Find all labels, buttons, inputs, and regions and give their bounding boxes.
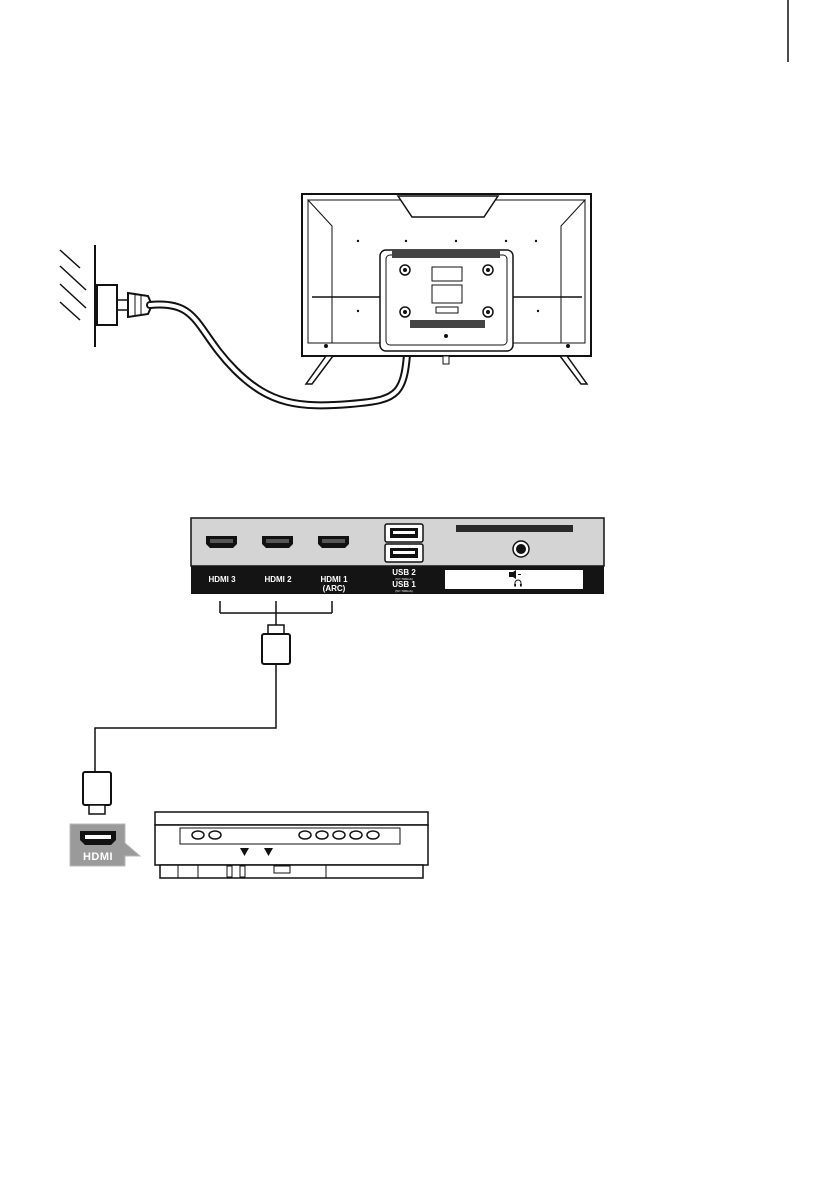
wall-socket: [60, 245, 117, 347]
hdmi-badge-label: HDMI: [83, 851, 113, 863]
usb-2-label: USB 2: [392, 568, 416, 577]
device-jack: [350, 831, 362, 839]
headphone-jack: [513, 541, 529, 557]
device-jack: [192, 831, 204, 839]
device-jack: [209, 831, 221, 839]
usb-1-label: USB 1: [392, 580, 416, 589]
hdmi-bracket: [220, 601, 332, 625]
hdmi-2-label: HDMI 2: [264, 575, 292, 584]
hdmi-plug-bottom: [83, 772, 111, 814]
device-jack: [299, 831, 311, 839]
hdmi-plug-top: [262, 625, 290, 672]
hdmi-3-port: [206, 536, 237, 548]
usb-2-port: [385, 524, 423, 542]
device-jack: [333, 831, 345, 839]
usb-1-port: [385, 544, 423, 562]
source-device: [155, 812, 428, 878]
tv-rear-view: [302, 194, 591, 384]
panel-slot: [456, 525, 573, 532]
device-jack: [316, 831, 328, 839]
usb-1-note: (5V⎓500mA): [395, 589, 413, 593]
hdmi-1-arc-label: (ARC): [323, 584, 346, 593]
hdmi-1-port: [318, 536, 349, 548]
device-jack: [367, 831, 379, 839]
hdmi-2-port: [262, 536, 293, 548]
hdmi-badge: HDMI: [70, 824, 140, 866]
hdmi-3-label: HDMI 3: [208, 575, 236, 584]
hdmi-1-label: HDMI 1: [320, 575, 348, 584]
hdmi-cable: [95, 672, 276, 772]
